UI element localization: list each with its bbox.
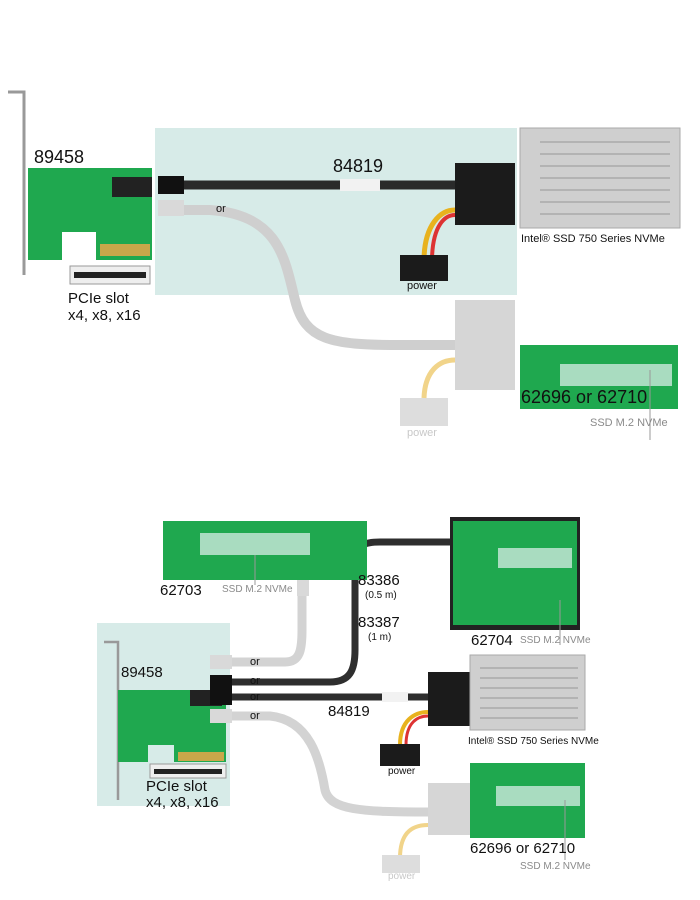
m2-adapter-label-bottom: 62696 or 62710 [470, 840, 576, 857]
plug-grey-1 [210, 655, 232, 669]
ssd-fins [540, 141, 670, 215]
sff-port [112, 177, 152, 197]
adapter-card-cutout [62, 232, 96, 262]
alternate-cable-grey [165, 205, 460, 350]
cable-tag-bottom [382, 692, 408, 702]
adapter-edge-connector [100, 244, 150, 256]
faded-power-label: power [407, 427, 437, 439]
sata-power-connector [400, 255, 448, 281]
cable-to-m2-grey [215, 711, 431, 817]
cable-83386-83387 [215, 538, 470, 686]
pcie-slot-label-bottom: PCIe slot [146, 778, 207, 795]
pcie-slot-label: PCIe slot [68, 290, 129, 307]
cable-83386-length: (0.5 m) [365, 590, 397, 601]
ssd-label-bottom: Intel® SSD 750 Series NVMe [468, 736, 599, 747]
sata-power-connector-bottom [380, 744, 420, 766]
cable-to-62703-grey [215, 582, 307, 667]
adapter-label: 89458 [34, 147, 85, 167]
or-label: or [216, 203, 226, 215]
adapter-card-cutout-bottom [148, 745, 174, 763]
card-62704 [453, 521, 577, 625]
adapter-label-bottom: 89458 [121, 664, 163, 681]
power-wire-red [430, 213, 456, 259]
or-label-4: or [250, 710, 260, 722]
sff-plug [158, 176, 184, 194]
cable-tag [340, 179, 380, 191]
plug-grey-62703 [297, 576, 309, 596]
power-wire-red-bottom [404, 714, 429, 746]
pcie-slot-widths: x4, x8, x16 [68, 307, 141, 324]
faded-power-connector-bottom [382, 855, 420, 873]
m2-ssd-label-bottom: SSD M.2 NVMe [520, 861, 591, 872]
cable-83386-label: 83386 [358, 572, 400, 589]
power-wires [421, 207, 456, 259]
card-62703-m2-slot [200, 533, 310, 555]
adapter-edge-connector-bottom [178, 752, 224, 761]
m2-ssd-label: SSD M.2 NVMe [590, 417, 668, 429]
plug-black-2 [210, 690, 232, 705]
or-label-2: or [250, 675, 260, 687]
m2-adapter-label: 62696 or 62710 [521, 387, 648, 407]
or-label-3: or [250, 691, 260, 703]
power-label-bottom: power [388, 766, 416, 777]
faded-power-wires [421, 357, 456, 399]
card-62703-ssd-label: SSD M.2 NVMe [222, 584, 293, 595]
cable-83387-label: 83387 [358, 614, 400, 631]
card-62704-label: 62704 [471, 632, 513, 649]
faded-u2-connector-bottom [428, 783, 470, 835]
pcie-slot-opening-bottom [154, 769, 222, 774]
u2-connector [455, 163, 515, 225]
card-62704-m2-slot [498, 548, 572, 568]
pcie-slot-widths-bottom: x4, x8, x16 [146, 794, 219, 811]
m2-slot-area-bottom [496, 786, 580, 806]
pcie-bracket [8, 90, 26, 275]
or-label-1: or [250, 656, 260, 668]
faded-power-wires-bottom [398, 823, 429, 859]
alternate-plug-grey [158, 200, 184, 216]
pcie-slot-opening [74, 272, 146, 278]
power-label: power [407, 280, 437, 292]
faded-power-label-bottom: power [388, 871, 416, 882]
faded-power-connector [400, 398, 448, 426]
ssd-fins-bottom [480, 667, 578, 719]
power-wires-bottom [398, 710, 429, 746]
cable-label: 84819 [333, 156, 384, 176]
cable-84819-label-bottom: 84819 [328, 703, 370, 720]
m2-slot-area [560, 364, 672, 386]
plug-grey-2 [210, 709, 232, 723]
card-62703-label: 62703 [160, 582, 202, 599]
plug-black-1 [210, 675, 232, 690]
cable-83387-length: (1 m) [368, 632, 392, 643]
ssd-label: Intel® SSD 750 Series NVMe [521, 233, 665, 245]
u2-connector-bottom [428, 672, 470, 726]
card-62704-ssd-label: SSD M.2 NVMe [520, 635, 591, 646]
faded-u2-connector [455, 300, 515, 390]
